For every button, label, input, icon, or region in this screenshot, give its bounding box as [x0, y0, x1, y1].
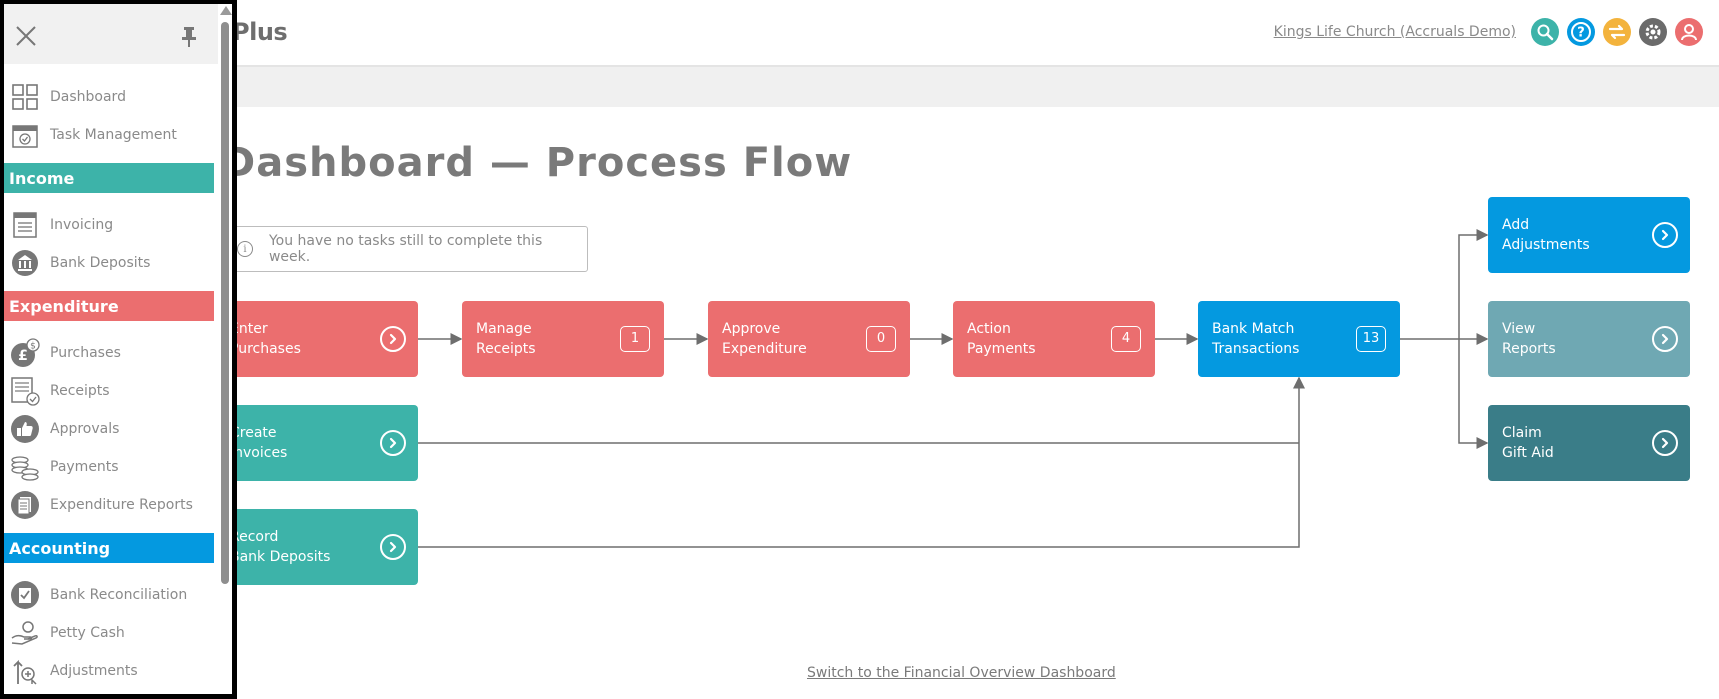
sidebar-item-petty-cash[interactable]: Petty Cash — [4, 614, 218, 652]
tile-add-adjustments[interactable]: Add Adjustments — [1488, 197, 1690, 273]
tasks-notice: i You have no tasks still to complete th… — [214, 226, 588, 272]
chevron-right-icon — [1652, 222, 1678, 248]
task-count-badge: 4 — [1111, 326, 1141, 352]
thumbs-up-icon — [10, 414, 40, 444]
chevron-right-icon — [380, 430, 406, 456]
receipt-icon — [10, 376, 40, 406]
settings-icon[interactable] — [1639, 18, 1667, 46]
sidebar-content: Dashboard Task Management Income Invoici… — [4, 4, 232, 694]
tile-claim-gift-aid[interactable]: Claim Gift Aid — [1488, 405, 1690, 481]
brand-name: Plus — [232, 18, 288, 46]
sidebar-item-label: Task Management — [50, 127, 177, 143]
page-title: Dashboard — Process Flow — [222, 140, 853, 186]
chevron-right-icon — [380, 326, 406, 352]
sidebar-item-label: Approvals — [50, 421, 120, 437]
task-count-badge: 0 — [866, 326, 896, 352]
sidebar-section-expenditure: Expenditure — [4, 291, 214, 321]
sidebar-item-label: Payments — [50, 459, 119, 475]
scrollbar-thumb[interactable] — [221, 22, 229, 584]
sidebar-item-invoicing[interactable]: Invoicing — [4, 206, 218, 244]
scroll-up-icon[interactable] — [220, 6, 232, 15]
sidebar-item-label: Dashboard — [50, 89, 126, 105]
tile-label: Approve Expenditure — [722, 321, 807, 357]
petty-cash-icon — [10, 618, 40, 648]
sidebar-item-label: Bank Deposits — [50, 255, 151, 271]
sidebar-item-purchases[interactable]: £$ Purchases — [4, 334, 218, 372]
sidebar-item-bank-reconciliation[interactable]: Bank Reconciliation — [4, 576, 218, 614]
close-icon[interactable] — [14, 24, 38, 48]
sidebar-item-label: Expenditure Reports — [50, 497, 193, 513]
sidebar-panel: Dashboard Task Management Income Invoici… — [0, 0, 237, 699]
sidebar-item-label: Petty Cash — [50, 625, 125, 641]
search-icon[interactable] — [1531, 18, 1559, 46]
tile-manage-receipts[interactable]: Manage Receipts 1 — [462, 301, 664, 377]
sidebar-item-expenditure-reports[interactable]: Expenditure Reports — [4, 486, 218, 524]
chevron-right-icon — [380, 534, 406, 560]
tile-label: Bank Match Transactions — [1212, 321, 1300, 357]
reconcile-icon — [10, 580, 40, 610]
sidebar-scrollbar[interactable] — [218, 4, 232, 694]
tile-approve-expenditure[interactable]: Approve Expenditure 0 — [708, 301, 910, 377]
tile-bank-match-transactions[interactable]: Bank Match Transactions 13 — [1198, 301, 1400, 377]
sidebar-header — [4, 4, 218, 64]
calendar-check-icon — [10, 120, 40, 150]
tile-label: Create Invoices — [230, 425, 288, 461]
sidebar-item-approvals[interactable]: Approvals — [4, 410, 218, 448]
sub-toolbar — [0, 67, 1719, 107]
sidebar-item-dashboard[interactable]: Dashboard — [4, 78, 218, 116]
tile-action-payments[interactable]: Action Payments 4 — [953, 301, 1155, 377]
svg-text:?: ? — [1577, 26, 1585, 41]
info-icon: i — [237, 241, 253, 257]
tile-record-bank-deposits[interactable]: Record Bank Deposits — [216, 509, 418, 585]
sidebar-item-label: Receipts — [50, 383, 110, 399]
task-count-badge: 13 — [1356, 326, 1386, 352]
invoice-icon — [10, 210, 40, 240]
tile-label: Enter Purchases — [230, 321, 301, 357]
sidebar-item-payments[interactable]: Payments — [4, 448, 218, 486]
chevron-right-icon — [1652, 430, 1678, 456]
tile-enter-purchases[interactable]: Enter Purchases — [216, 301, 418, 377]
sidebar-item-bank-deposits[interactable]: Bank Deposits — [4, 244, 218, 282]
tile-create-invoices[interactable]: Create Invoices — [216, 405, 418, 481]
task-count-badge: 1 — [620, 326, 650, 352]
purchases-icon: £$ — [10, 338, 40, 368]
tile-label: Action Payments — [967, 321, 1036, 357]
sidebar-section-income: Income — [4, 163, 214, 193]
tile-view-reports[interactable]: View Reports — [1488, 301, 1690, 377]
sidebar-item-label: Adjustments — [50, 663, 138, 679]
adjustments-icon — [10, 656, 40, 686]
coins-icon — [10, 452, 40, 482]
user-icon[interactable] — [1675, 18, 1703, 46]
tile-label: Claim Gift Aid — [1502, 425, 1554, 461]
switch-icon[interactable] — [1603, 18, 1631, 46]
tile-label: Manage Receipts — [476, 321, 536, 357]
sidebar-item-task-management[interactable]: Task Management — [4, 116, 218, 154]
switch-dashboard-link[interactable]: Switch to the Financial Overview Dashboa… — [807, 665, 1116, 681]
tile-label: Add Adjustments — [1502, 217, 1590, 253]
tile-label: Record Bank Deposits — [230, 529, 331, 565]
tasks-message: You have no tasks still to complete this… — [268, 233, 543, 265]
bank-icon — [10, 248, 40, 278]
help-icon[interactable]: ? — [1567, 18, 1595, 46]
sidebar-item-receipts[interactable]: Receipts — [4, 372, 218, 410]
sidebar-section-accounting: Accounting — [4, 533, 214, 563]
organisation-link[interactable]: Kings Life Church (Accruals Demo) — [1273, 24, 1516, 40]
svg-text:$: $ — [30, 342, 36, 352]
report-icon — [10, 490, 40, 520]
sidebar-item-label: Invoicing — [50, 217, 114, 233]
pin-icon[interactable] — [179, 24, 199, 48]
tile-label: View Reports — [1502, 321, 1556, 357]
sidebar-item-label: Bank Reconciliation — [50, 587, 188, 603]
top-bar: Plus Kings Life Church (Accruals Demo) ? — [0, 0, 1719, 67]
chevron-right-icon — [1652, 326, 1678, 352]
sidebar-item-label: Purchases — [50, 345, 121, 361]
dashboard-icon — [10, 82, 40, 112]
sidebar-item-adjustments[interactable]: Adjustments — [4, 652, 218, 690]
svg-text:£: £ — [18, 348, 28, 364]
